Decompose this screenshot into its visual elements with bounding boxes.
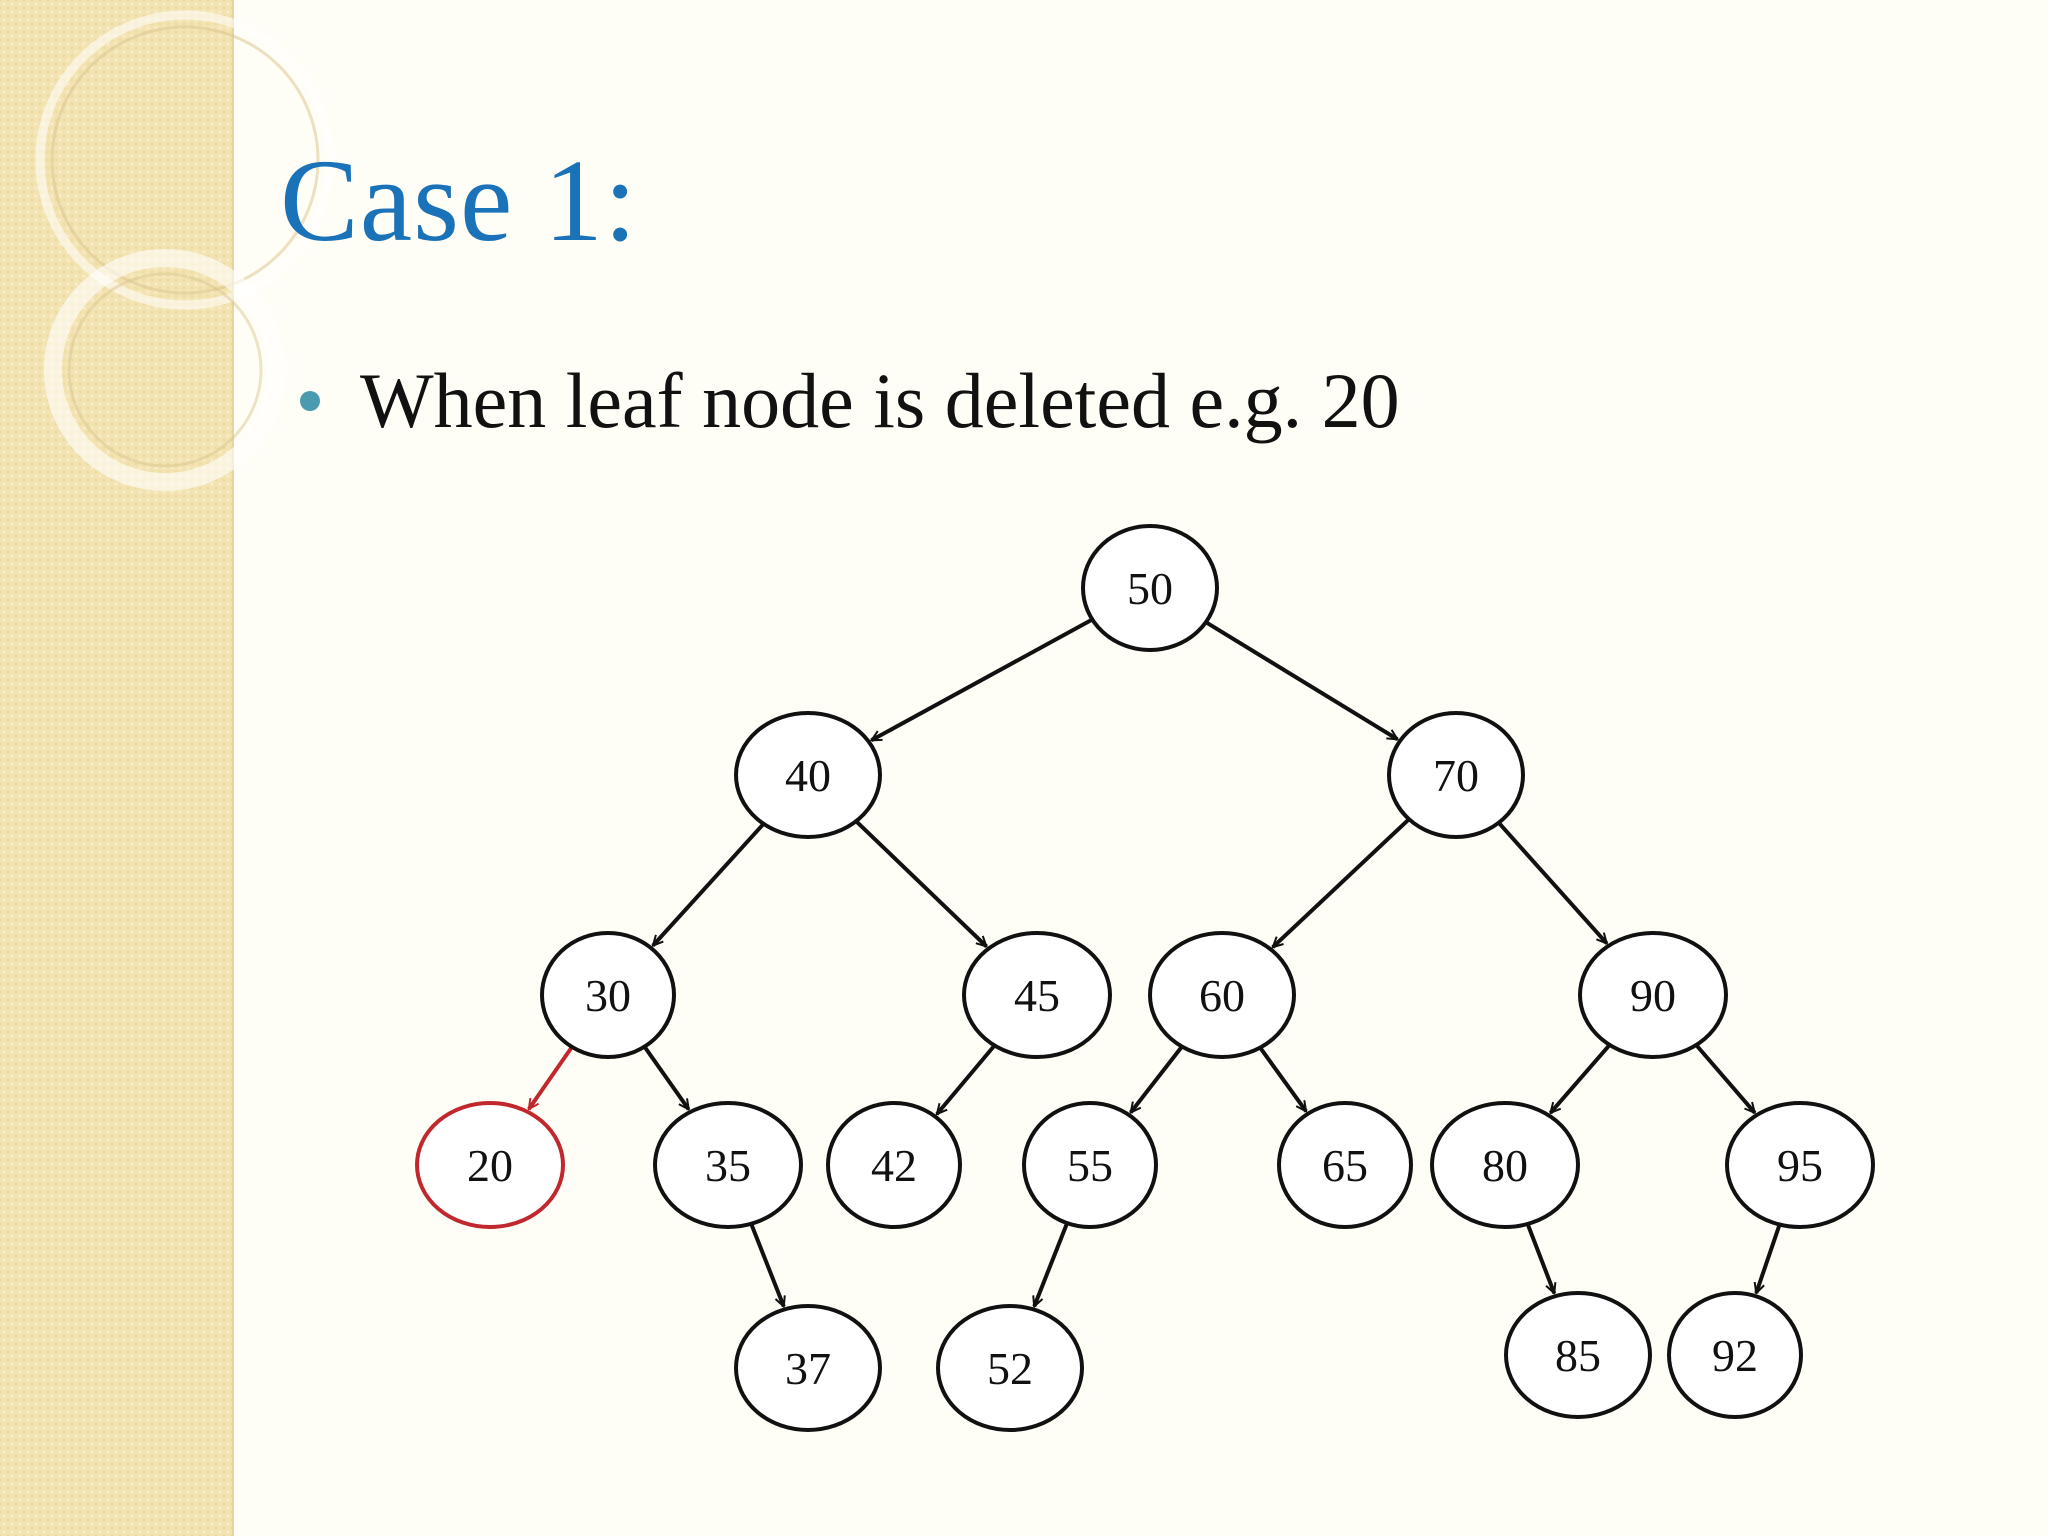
tree-node-65: 65 [1277,1101,1413,1229]
edge-80-85 [1525,1223,1555,1293]
tree-node-52: 52 [936,1304,1084,1432]
node-label-60: 60 [1199,970,1245,1021]
tree-node-55: 55 [1022,1101,1158,1229]
node-circle-65 [1277,1101,1413,1229]
tree-node-45: 45 [962,931,1112,1059]
bullet-item: When leaf node is deleted e.g. 20 [300,362,1400,440]
tree-node-90: 90 [1578,931,1728,1059]
edge-70-60 [1273,817,1411,947]
node-label-50: 50 [1127,563,1173,614]
edge-50-70 [1204,620,1398,742]
tree-node-60: 60 [1148,931,1296,1059]
node-circle-85 [1504,1291,1652,1419]
node-label-90: 90 [1630,970,1676,1021]
slide-title: Case 1: [280,135,638,266]
node-circle-42 [826,1101,962,1229]
node-circle-90 [1578,931,1728,1059]
edge-60-65 [1258,1046,1308,1112]
node-circle-30 [540,931,676,1059]
node-circle-60 [1148,931,1296,1059]
node-circle-55 [1022,1101,1158,1229]
edge-50-40 [871,617,1094,743]
tree-node-42: 42 [826,1101,962,1229]
edge-60-55 [1129,1045,1184,1113]
tree-node-50: 50 [1081,524,1219,652]
edge-90-80 [1548,1043,1612,1113]
node-circle-70 [1387,711,1525,839]
tree-node-35: 35 [653,1101,803,1229]
node-label-37: 37 [785,1343,831,1394]
node-circle-35 [653,1101,803,1229]
node-circle-50 [1081,524,1219,652]
node-circle-37 [734,1304,882,1432]
edge-30-35 [642,1045,691,1110]
node-circle-40 [734,711,882,839]
node-label-52: 52 [987,1343,1033,1394]
tree-node-40: 40 [734,711,882,839]
node-circle-80 [1430,1101,1580,1229]
tree-node-80: 80 [1430,1101,1580,1229]
node-label-92: 92 [1712,1330,1758,1381]
tree-node-20: 20 [415,1101,565,1229]
node-label-80: 80 [1482,1140,1528,1191]
bullet-text: When leaf node is deleted e.g. 20 [360,357,1400,444]
node-label-40: 40 [785,750,831,801]
edge-70-90 [1497,821,1607,944]
tree-node-37: 37 [734,1304,882,1432]
node-label-70: 70 [1433,750,1479,801]
node-label-45: 45 [1014,970,1060,1021]
tree-node-70: 70 [1387,711,1525,839]
edge-30-20 [527,1045,574,1109]
node-label-65: 65 [1322,1140,1368,1191]
node-circle-45 [962,931,1112,1059]
edge-90-95 [1694,1043,1757,1113]
node-label-95: 95 [1777,1140,1823,1191]
node-label-42: 42 [871,1140,917,1191]
node-label-85: 85 [1555,1330,1601,1381]
node-circle-92 [1667,1291,1803,1419]
node-label-30: 30 [585,970,631,1021]
node-label-20: 20 [467,1140,513,1191]
tree-node-92: 92 [1667,1291,1803,1419]
edge-55-52 [1034,1222,1069,1306]
node-circle-20 [415,1101,565,1229]
edge-45-42 [935,1044,997,1114]
edge-40-45 [854,819,986,946]
tree-node-95: 95 [1725,1101,1875,1229]
node-label-55: 55 [1067,1140,1113,1191]
tree-node-30: 30 [540,931,676,1059]
nodes-layer: 50 40 70 30 45 60 90 20 35 42 55 65 80 95 37 52 85 92 [415,524,1875,1432]
tree-node-85: 85 [1504,1291,1652,1419]
bullet-dot-icon [300,391,320,411]
node-circle-95 [1725,1101,1875,1229]
edges-layer [527,617,1782,1307]
edge-40-30 [653,822,766,946]
node-label-35: 35 [705,1140,751,1191]
edge-35-37 [749,1223,784,1307]
edge-95-92 [1756,1223,1782,1294]
node-circle-52 [936,1304,1084,1432]
